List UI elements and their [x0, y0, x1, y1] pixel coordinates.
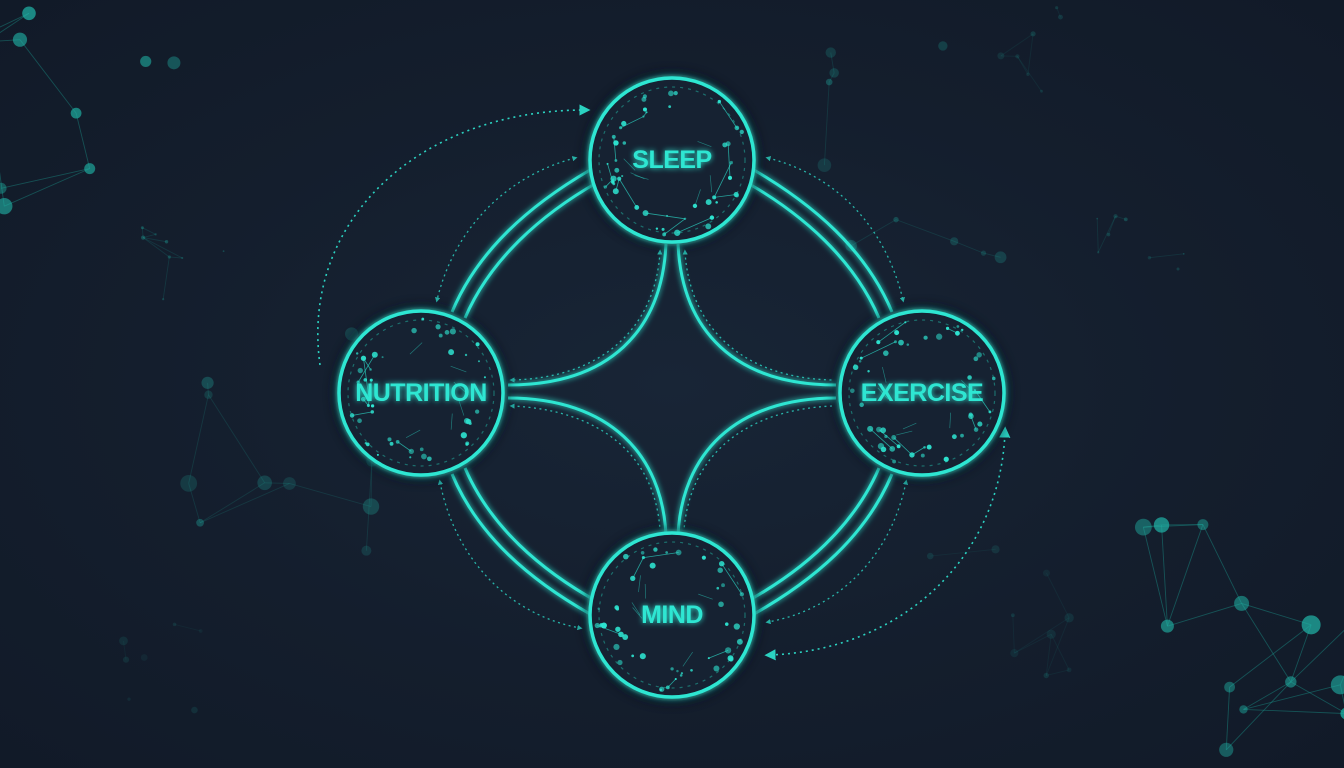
node-label-exercise: EXERCISE: [861, 379, 983, 407]
dotted-link-sleep-exercise-inner: [682, 249, 833, 381]
link-nutrition-mind: [450, 473, 591, 616]
circuit-pattern: [603, 90, 744, 237]
dotted-link-sleep-exercise: [765, 156, 905, 303]
link-sleep-exercise: [753, 168, 894, 313]
link-sleep-nutrition-inner: [507, 243, 668, 387]
node-nutrition[interactable]: NUTRITION: [335, 307, 507, 479]
dotted-link-sleep-nutrition-inner: [509, 249, 663, 383]
solid-connections: [450, 168, 894, 616]
dotted-link-nutrition-mind-inner: [509, 403, 661, 531]
circuit-pattern: [594, 547, 744, 692]
node-sleep[interactable]: SLEEP: [586, 74, 758, 246]
dotted-link-exercise-mind: [765, 479, 909, 625]
circuit-pattern: [349, 317, 486, 462]
dotted-link-nutrition-mind: [437, 479, 583, 631]
link-sleep-nutrition-b: [463, 180, 599, 319]
link-nutrition-mind-b: [463, 467, 599, 604]
link-sleep-exercise-b: [745, 180, 881, 319]
node-label-mind: MIND: [641, 601, 703, 629]
node-exercise[interactable]: EXERCISE: [836, 307, 1008, 479]
link-exercise-mind: [753, 473, 894, 616]
circuit-pattern: [850, 321, 996, 464]
link-exercise-mind-inner: [676, 396, 837, 536]
dotted-link-sleep-nutrition: [435, 156, 578, 303]
cycle-arrow-nutrition-to-sleep: [317, 104, 591, 366]
link-sleep-exercise-inner: [676, 243, 837, 387]
cycle-arrows: [317, 104, 1011, 661]
node-label-nutrition: NUTRITION: [355, 379, 487, 407]
node-label-sleep: SLEEP: [632, 146, 711, 174]
cycle-arrow-mind-to-exercise: [764, 426, 1011, 661]
link-sleep-nutrition: [450, 168, 591, 313]
link-exercise-mind-b: [745, 467, 881, 604]
node-layer: SLEEP NUTRITION EXERCISE: [335, 74, 1008, 701]
link-nutrition-mind-inner: [507, 396, 668, 536]
node-mind[interactable]: MIND: [586, 529, 758, 701]
inner-dotted-connectors: [435, 156, 909, 631]
dotted-link-exercise-mind-inner: [683, 405, 833, 531]
